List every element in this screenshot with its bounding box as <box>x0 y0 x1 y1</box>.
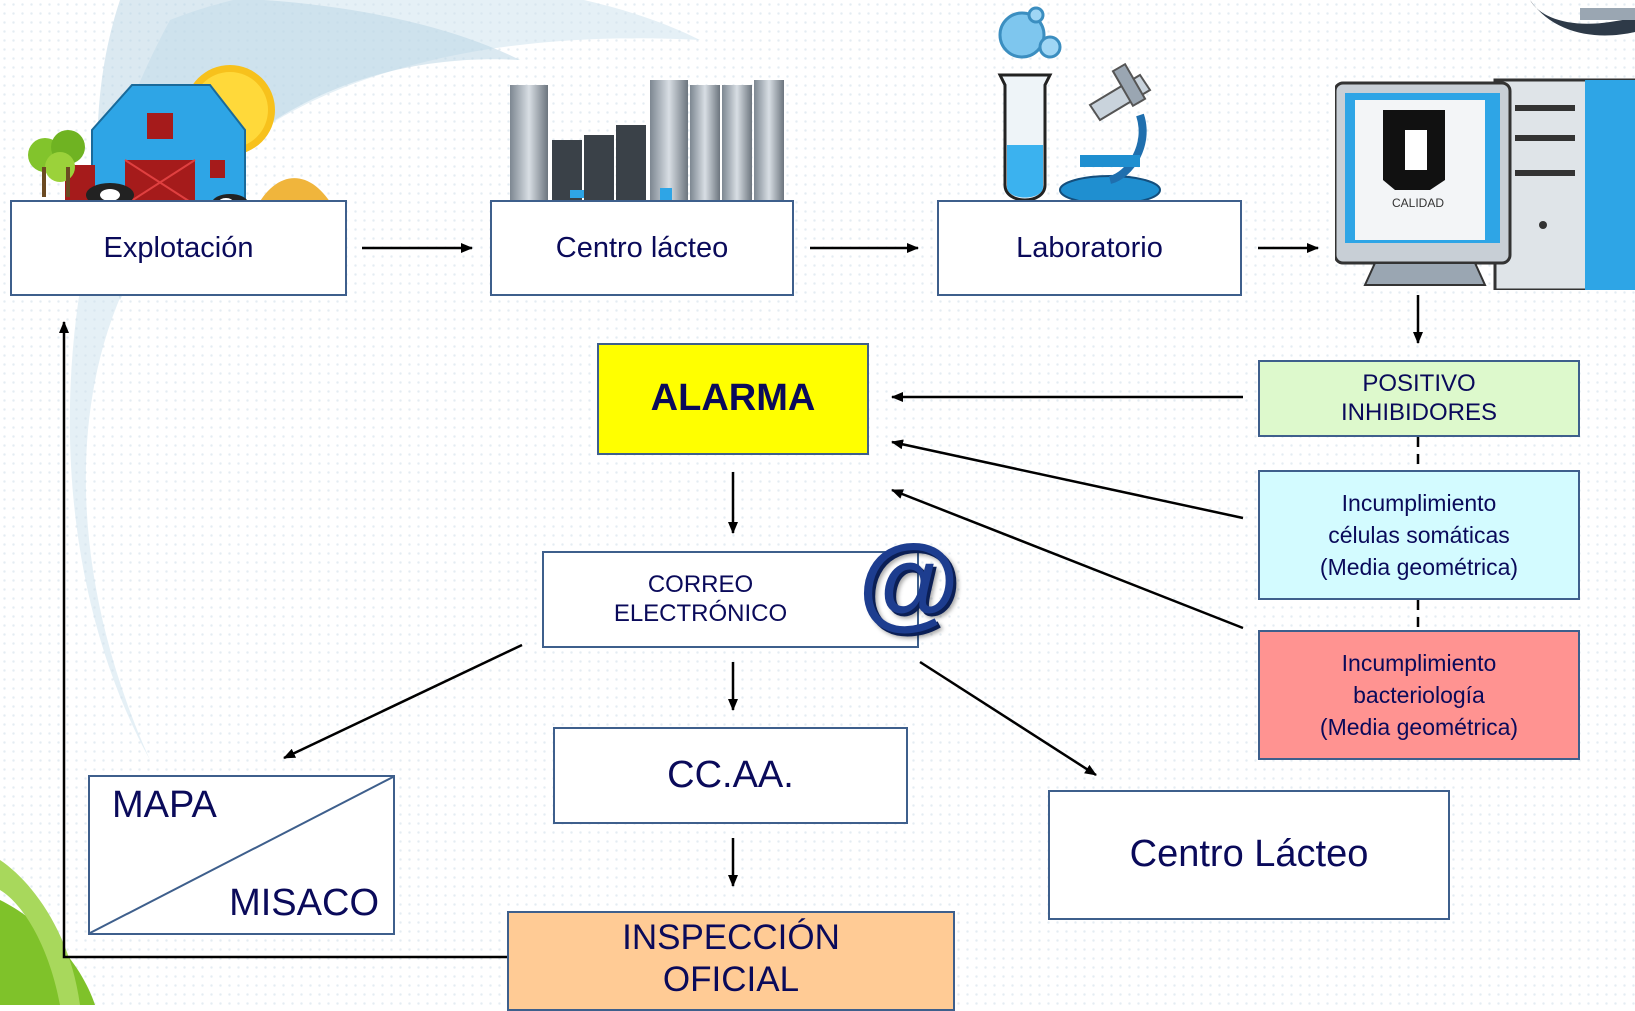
alarm-label: ALARMA <box>650 377 816 420</box>
email-line-2: ELECTRÓNICO <box>613 599 788 627</box>
farm-label: Explotación <box>103 232 254 265</box>
dairy-silos-illustration <box>510 80 784 215</box>
logo-icon <box>1530 0 1635 36</box>
alarm-box: ALARMA <box>597 343 869 455</box>
arrow-email-to-mapa <box>283 643 523 760</box>
arrow-email-to-dairy-center <box>919 660 1097 777</box>
bacteriology-line-1: Incumplimiento <box>1341 649 1497 676</box>
laboratory-label: Laboratorio <box>1016 232 1163 265</box>
at-sign-icon: @ <box>858 524 960 640</box>
inhibitors-box: POSITIVO INHIBIDORES <box>1258 360 1580 437</box>
computer-screen-label: CALIDAD <box>1392 196 1444 210</box>
arrow-bacteriology-to-alarm <box>891 488 1244 630</box>
mapa-misaco-box: MAPA MISACO <box>88 775 395 935</box>
dairy-center-box: Centro lácteo <box>490 200 794 296</box>
bacteriology-line-2: bacteriología <box>1353 681 1485 708</box>
inspection-line-2: OFICIAL <box>662 960 800 999</box>
mapa-label: MAPA <box>112 784 217 826</box>
ccaa-label: CC.AA. <box>667 753 794 796</box>
misaco-label: MISACO <box>229 882 379 925</box>
ccaa-box: CC.AA. <box>553 727 908 824</box>
inhibitors-line-2: INHIBIDORES <box>1340 398 1498 426</box>
laboratory-box: Laboratorio <box>937 200 1242 296</box>
dairy-center-recipient-box: Centro Lácteo <box>1048 790 1450 920</box>
dairy-center-label: Centro lácteo <box>555 232 729 265</box>
somatic-line-2: células somáticas <box>1328 521 1510 548</box>
bacteriology-box: Incumplimiento bacteriología (Media geom… <box>1258 630 1580 760</box>
computer-illustration: CALIDAD <box>1335 78 1635 290</box>
somatic-line-1: Incumplimiento <box>1341 489 1497 516</box>
farm-box: Explotación <box>10 200 347 296</box>
arrow-somatic-to-alarm <box>891 439 1244 520</box>
inspection-line-1: INSPECCIÓN <box>622 918 840 957</box>
inhibitors-line-1: POSITIVO <box>1362 369 1476 397</box>
split-diagonal <box>90 777 393 933</box>
somatic-cells-box: Incumplimiento células somáticas (Media … <box>1258 470 1580 600</box>
email-line-1: CORREO <box>647 570 754 598</box>
dairy-center-recipient-label: Centro Lácteo <box>1129 833 1369 876</box>
bacteriology-line-3: (Media geométrica) <box>1319 714 1519 741</box>
email-box: CORREO ELECTRÓNICO <box>542 551 919 648</box>
inspection-box: INSPECCIÓN OFICIAL <box>507 911 955 1011</box>
arrow-inspection-to-farm <box>59 321 507 959</box>
somatic-line-3: (Media geométrica) <box>1319 554 1519 581</box>
